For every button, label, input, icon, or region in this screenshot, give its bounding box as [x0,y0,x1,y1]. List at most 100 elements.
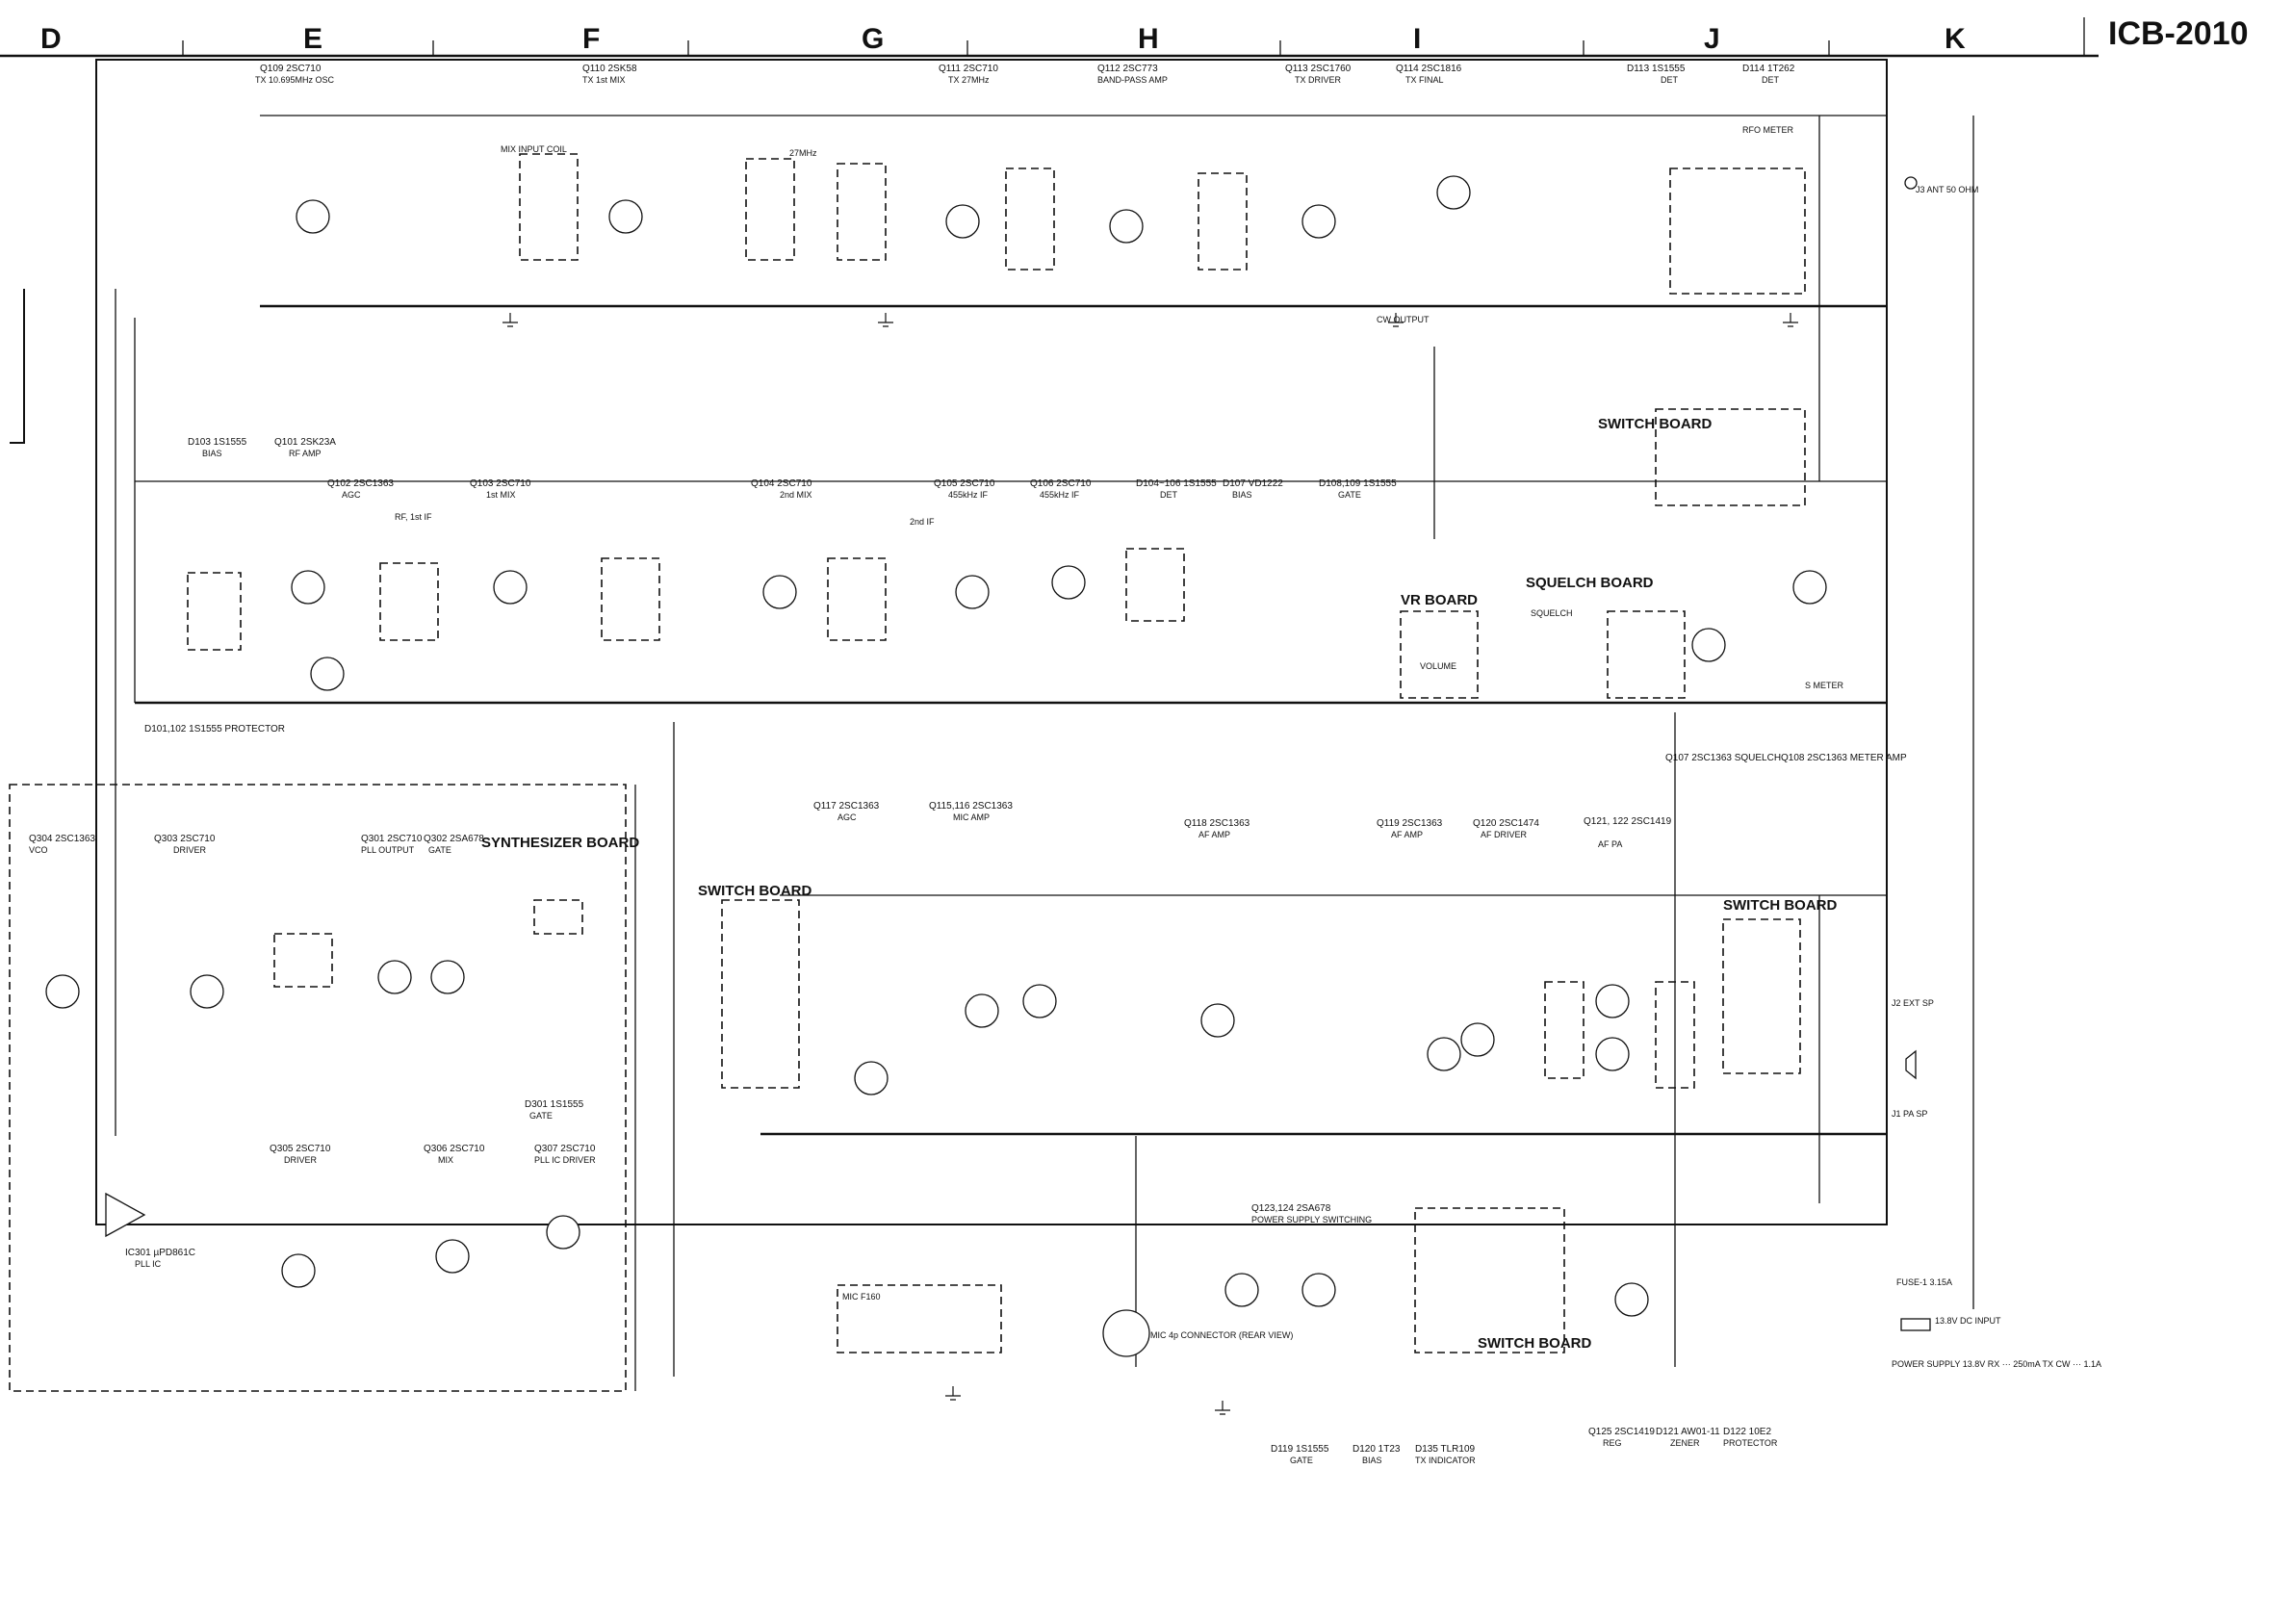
d104-ref: D104~106 1S1555 [1136,478,1217,489]
ground-symbols [502,313,1798,1415]
q114-ref: Q114 2SC1816 [1396,64,1462,74]
rfo-meter-label: RFO METER [1742,125,1793,135]
column-letter-f: F [582,23,600,55]
antenna-jack [1904,176,1918,190]
q125-ref: Q125 2SC1419 [1588,1427,1655,1437]
q106-ref: Q106 2SC710 [1030,478,1092,489]
column-letter-g: G [862,23,884,55]
transistor-q303 [190,974,224,1009]
ic301-desc: PLL IC [135,1259,162,1269]
rf-1st-if-label: RF, 1st IF [395,512,432,522]
column-letter-e: E [303,23,322,55]
q305-ref: Q305 2SC710 [270,1144,331,1154]
d104-desc: DET [1160,490,1178,500]
q302-ref: Q302 2SA678 [424,834,484,844]
synthesizer-board-frame [9,784,627,1392]
ift301-box [533,899,583,935]
mic-connector [1102,1309,1150,1357]
transistor-q122 [1595,1037,1630,1071]
switch-board-s2-4 [1414,1207,1565,1353]
vr-board-box [1400,610,1479,699]
q112-ref: Q112 2SC773 [1097,64,1158,74]
d135-desc: TX INDICATOR [1415,1456,1476,1465]
d135-ref: D135 TLR109 [1415,1444,1476,1455]
power-transistors [1224,1273,1649,1317]
q115-desc: MIC AMP [953,812,990,822]
q117-desc: AGC [837,812,857,822]
tx-coils [519,153,1806,295]
q111-desc: TX 27MHz [948,75,990,85]
protector-note: D101,102 1S1555 PROTECTOR [144,724,285,735]
transistor-q116 [1022,984,1057,1018]
af-transformers [1544,981,1695,1089]
d119-ref: D119 1S1555 [1271,1444,1329,1455]
transistor-q115 [965,993,999,1028]
active-filter-opamp [105,1192,146,1238]
switch-board-title-3: SWITCH BOARD [1723,897,1837,914]
transistor-q121 [1595,984,1630,1018]
transistor-q120 [1460,1022,1495,1057]
mic-note: MIC F160 [842,1292,881,1302]
transistor-q118 [1200,1003,1235,1038]
cw-output-label: CW OUTPUT [1377,315,1430,324]
q303-ref: Q303 2SC710 [154,834,216,844]
if-2nd-label: 2nd IF [910,517,935,527]
q114-desc: TX FINAL [1405,75,1444,85]
q103-ref: Q103 2SC710 [470,478,531,489]
transistor-q109 [296,199,330,234]
q301-ref: Q301 2SC710 [361,834,423,844]
mic-connector-note: MIC 4p CONNECTOR (REAR VIEW) [1150,1330,1293,1340]
fuse-note: FUSE-1 3.15A [1896,1277,1952,1287]
switch-board-title-1: SWITCH BOARD [1598,416,1712,432]
q102-desc: AGC [342,490,361,500]
volume-label: VOLUME [1420,661,1456,671]
d121-ref: D121 AW01-11 [1656,1427,1720,1437]
q104-desc: 2nd MIX [780,490,812,500]
column-letter-h: H [1138,23,1159,55]
q301-desc: PLL OUTPUT [361,845,415,855]
switch-board-s2-1 [721,899,800,1089]
q304-ref: Q304 2SC1363 [29,834,95,844]
q306-desc: MIX [438,1155,453,1165]
q302-desc: GATE [428,845,451,855]
transistor-q301 [377,960,412,994]
transistor-q101 [291,570,325,605]
squelch-board-title: SQUELCH BOARD [1526,575,1654,591]
switch-board-s4 [1655,408,1806,506]
transistor-q106 [1051,565,1086,600]
column-ticks [182,40,1830,56]
switch-board-title-4: SWITCH BOARD [1478,1335,1591,1352]
d108-ref: D108,109 1S1555 [1319,478,1397,489]
antenna-note: J3 ANT 50 OHM [1916,185,1978,194]
q306-ref: Q306 2SC710 [424,1144,485,1154]
q101-ref: Q101 2SK23A [274,437,336,448]
q112-desc: BAND-PASS AMP [1097,75,1168,85]
d122-desc: PROTECTOR [1723,1438,1778,1448]
q109-ref: Q109 2SC710 [260,64,322,74]
q107-note: Q107 2SC1363 SQUELCH [1665,753,1781,763]
transistor-q302 [430,960,465,994]
ift302-box [273,933,333,988]
d107-desc: BIAS [1232,490,1252,500]
q125-desc: REG [1603,1438,1622,1448]
squelch-board-box [1607,610,1686,699]
q304-desc: VCO [29,845,48,855]
q104-ref: Q104 2SC710 [751,478,812,489]
q105-ref: Q105 2SC710 [934,478,995,489]
d301-ref: D301 1S1555 [525,1099,584,1110]
transistor-q110 [608,199,643,234]
d114-ref: D114 1T262 [1742,64,1795,74]
q119-desc: AF AMP [1391,830,1423,839]
d108-desc: GATE [1338,490,1361,500]
d113-ref: D113 1S1555 [1627,64,1686,74]
q113-desc: TX DRIVER [1295,75,1342,85]
transistor-q123 [1224,1273,1259,1307]
column-letter-i: I [1413,23,1421,55]
column-letter-k: K [1945,23,1966,55]
q105-desc: 455kHz IF [948,490,989,500]
d114-desc: DET [1762,75,1780,85]
q123-desc: POWER SUPPLY SWITCHING [1251,1215,1372,1224]
af-transistors [854,984,1630,1096]
vr-board-title: VR BOARD [1401,592,1478,608]
